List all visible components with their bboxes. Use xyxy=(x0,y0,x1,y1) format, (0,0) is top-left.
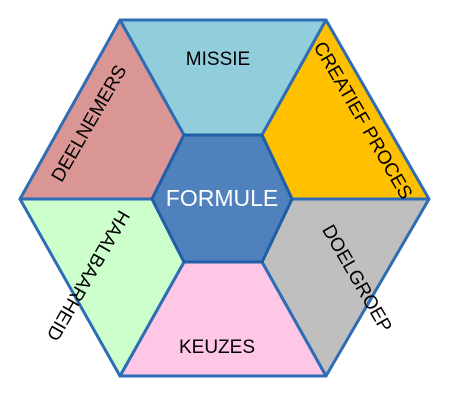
label-missie: MISSIE xyxy=(186,49,250,70)
label-keuzes: KEUZES xyxy=(179,337,255,358)
center-label: FORMULE xyxy=(166,185,278,211)
center-hexagon xyxy=(150,133,294,264)
